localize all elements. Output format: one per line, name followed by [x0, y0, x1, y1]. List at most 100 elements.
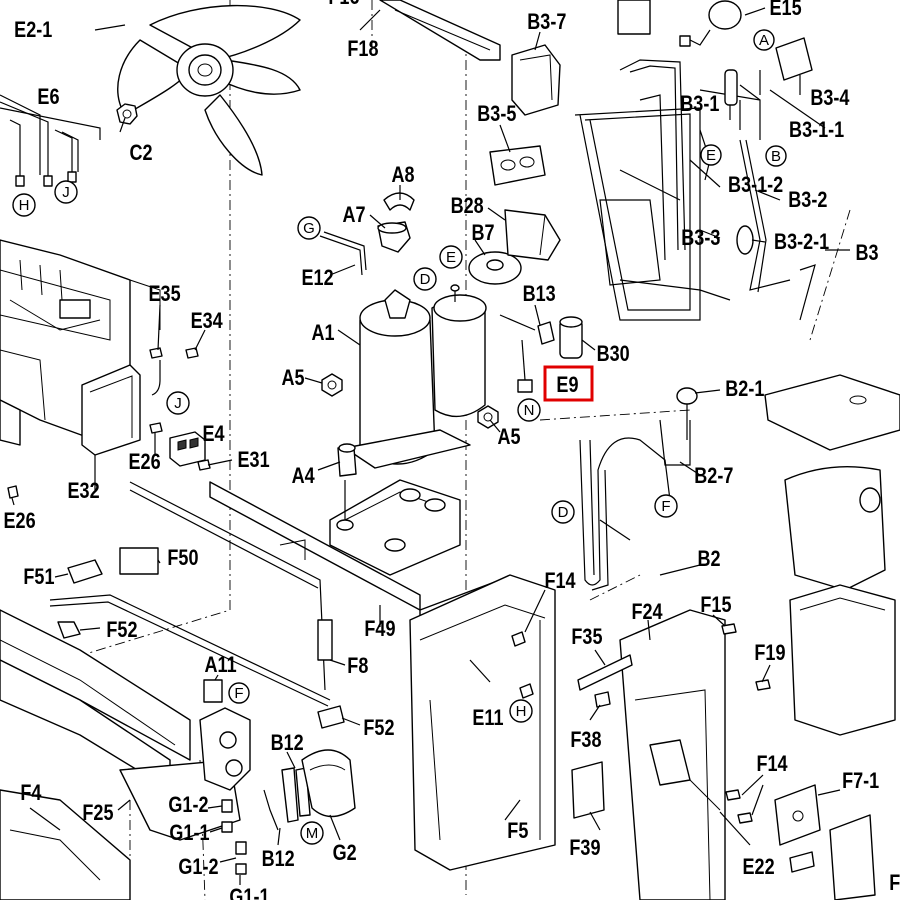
bracket-e32 — [81, 364, 141, 456]
heater-f49 — [49, 481, 333, 707]
label-f52-top: F52 — [106, 618, 137, 642]
marker-g: G — [297, 216, 321, 240]
label-b3-7: B3-7 — [527, 10, 566, 34]
housing-lower — [789, 584, 896, 736]
marker-n: N — [517, 398, 541, 422]
label-f49: F49 — [364, 617, 395, 641]
bracket-f18 — [379, 0, 501, 61]
base-tray — [0, 609, 241, 901]
label-f50: F50 — [167, 546, 198, 570]
nut-c2 — [116, 103, 138, 125]
label-f14-low: F14 — [756, 752, 788, 776]
label-a5-left: A5 — [282, 366, 305, 390]
svg-text:F: F — [661, 498, 670, 515]
svg-text:F: F — [234, 685, 243, 702]
svg-text:M: M — [306, 825, 319, 842]
marker-d-top: D — [413, 267, 437, 291]
panel-f5 — [409, 574, 556, 871]
grommet-a4 — [337, 443, 357, 477]
label-e15: E15 — [770, 0, 802, 20]
label-f52-low: F52 — [363, 716, 394, 740]
svg-text:E: E — [446, 249, 456, 266]
label-b3-2-1: B3-2-1 — [774, 230, 829, 254]
compressor-a1 — [344, 284, 487, 469]
sensor-e9 — [517, 339, 533, 393]
label-f15: F15 — [700, 593, 731, 617]
label-f24: F24 — [631, 600, 663, 624]
damper-b7 — [468, 251, 522, 285]
label-e32: E32 — [68, 479, 100, 503]
label-b28: B28 — [451, 194, 484, 218]
label-e26-low: E26 — [4, 509, 36, 533]
label-e12: E12 — [302, 266, 334, 290]
label-b3-5: B3-5 — [477, 102, 516, 126]
label-e6: E6 — [37, 85, 59, 109]
label-f39: F39 — [569, 836, 600, 860]
svg-text:E: E — [706, 147, 716, 164]
piping-b3 — [574, 59, 816, 321]
clips-b12 — [263, 767, 311, 831]
label-b2-1: B2-1 — [725, 377, 764, 401]
label-f5: F5 — [507, 819, 528, 843]
label-b12-top: B12 — [271, 731, 304, 755]
marker-h-left: H — [12, 193, 36, 217]
label-a1: A1 — [312, 321, 335, 345]
screws-right — [511, 623, 771, 824]
label-e35: E35 — [149, 282, 181, 306]
grommets-a5 — [321, 373, 499, 429]
bracket-f52-low — [317, 705, 345, 729]
coil-e15 — [617, 0, 742, 47]
svg-text:J: J — [62, 184, 70, 201]
bag-g2 — [301, 749, 356, 818]
label-b3-1: B3-1 — [680, 92, 719, 116]
cover-top-right — [764, 374, 900, 451]
label-e11: E11 — [472, 706, 503, 730]
housing-upper — [784, 466, 886, 591]
label-g1-1-top: G1-1 — [169, 821, 209, 845]
marker-f-bot: F — [228, 682, 250, 704]
label-f14-top: F14 — [544, 569, 576, 593]
piping-b2 — [579, 387, 698, 591]
pad-f50 — [119, 547, 159, 575]
svg-text:D: D — [420, 271, 431, 288]
svg-text:G: G — [303, 220, 315, 237]
svg-text:D: D — [558, 504, 569, 521]
svg-text:N: N — [524, 402, 535, 419]
marker-m: M — [300, 821, 324, 845]
label-f16: F16 — [328, 0, 359, 9]
compressor-base — [329, 479, 461, 576]
label-f51: F51 — [23, 565, 54, 589]
label-e9: E9 — [556, 373, 578, 397]
label-b2-7: B2-7 — [694, 464, 733, 488]
label-a4: A4 — [292, 464, 316, 488]
label-b3-3: B3-3 — [681, 226, 720, 250]
marker-e: E — [700, 144, 722, 166]
terminal-e4 — [169, 431, 206, 467]
wire-harness-e6 — [0, 94, 101, 187]
label-c2: C2 — [130, 141, 153, 165]
screws-left — [7, 347, 211, 499]
sleeve-b30 — [559, 316, 583, 359]
svg-text:B: B — [771, 148, 781, 165]
part-b13 — [499, 314, 555, 345]
label-f-corner: F — [889, 871, 900, 895]
pad-f52-top — [57, 621, 81, 639]
marker-d-low: D — [551, 500, 575, 524]
label-f38: F38 — [570, 728, 601, 752]
label-g1-1-low: G1-1 — [229, 885, 269, 900]
label-b3-4: B3-4 — [810, 86, 850, 110]
part-labels: E2-1 F18 B3-7 E15 E6 B3-4 B3-1 B3-1-1 B3… — [4, 0, 900, 905]
label-e4: E4 — [203, 422, 226, 446]
marker-h-low: H — [509, 699, 533, 723]
label-e31: E31 — [238, 448, 270, 472]
label-e22: E22 — [743, 855, 775, 879]
clamp-a8 — [383, 192, 415, 211]
svg-text:J: J — [174, 395, 182, 412]
label-b3-1-2: B3-1-2 — [728, 173, 783, 197]
svg-text:A: A — [759, 32, 769, 49]
pad-f51 — [67, 559, 103, 584]
svg-text:H: H — [19, 197, 30, 214]
pad-f38-f39 — [571, 691, 611, 819]
label-b3: B3 — [856, 241, 879, 265]
